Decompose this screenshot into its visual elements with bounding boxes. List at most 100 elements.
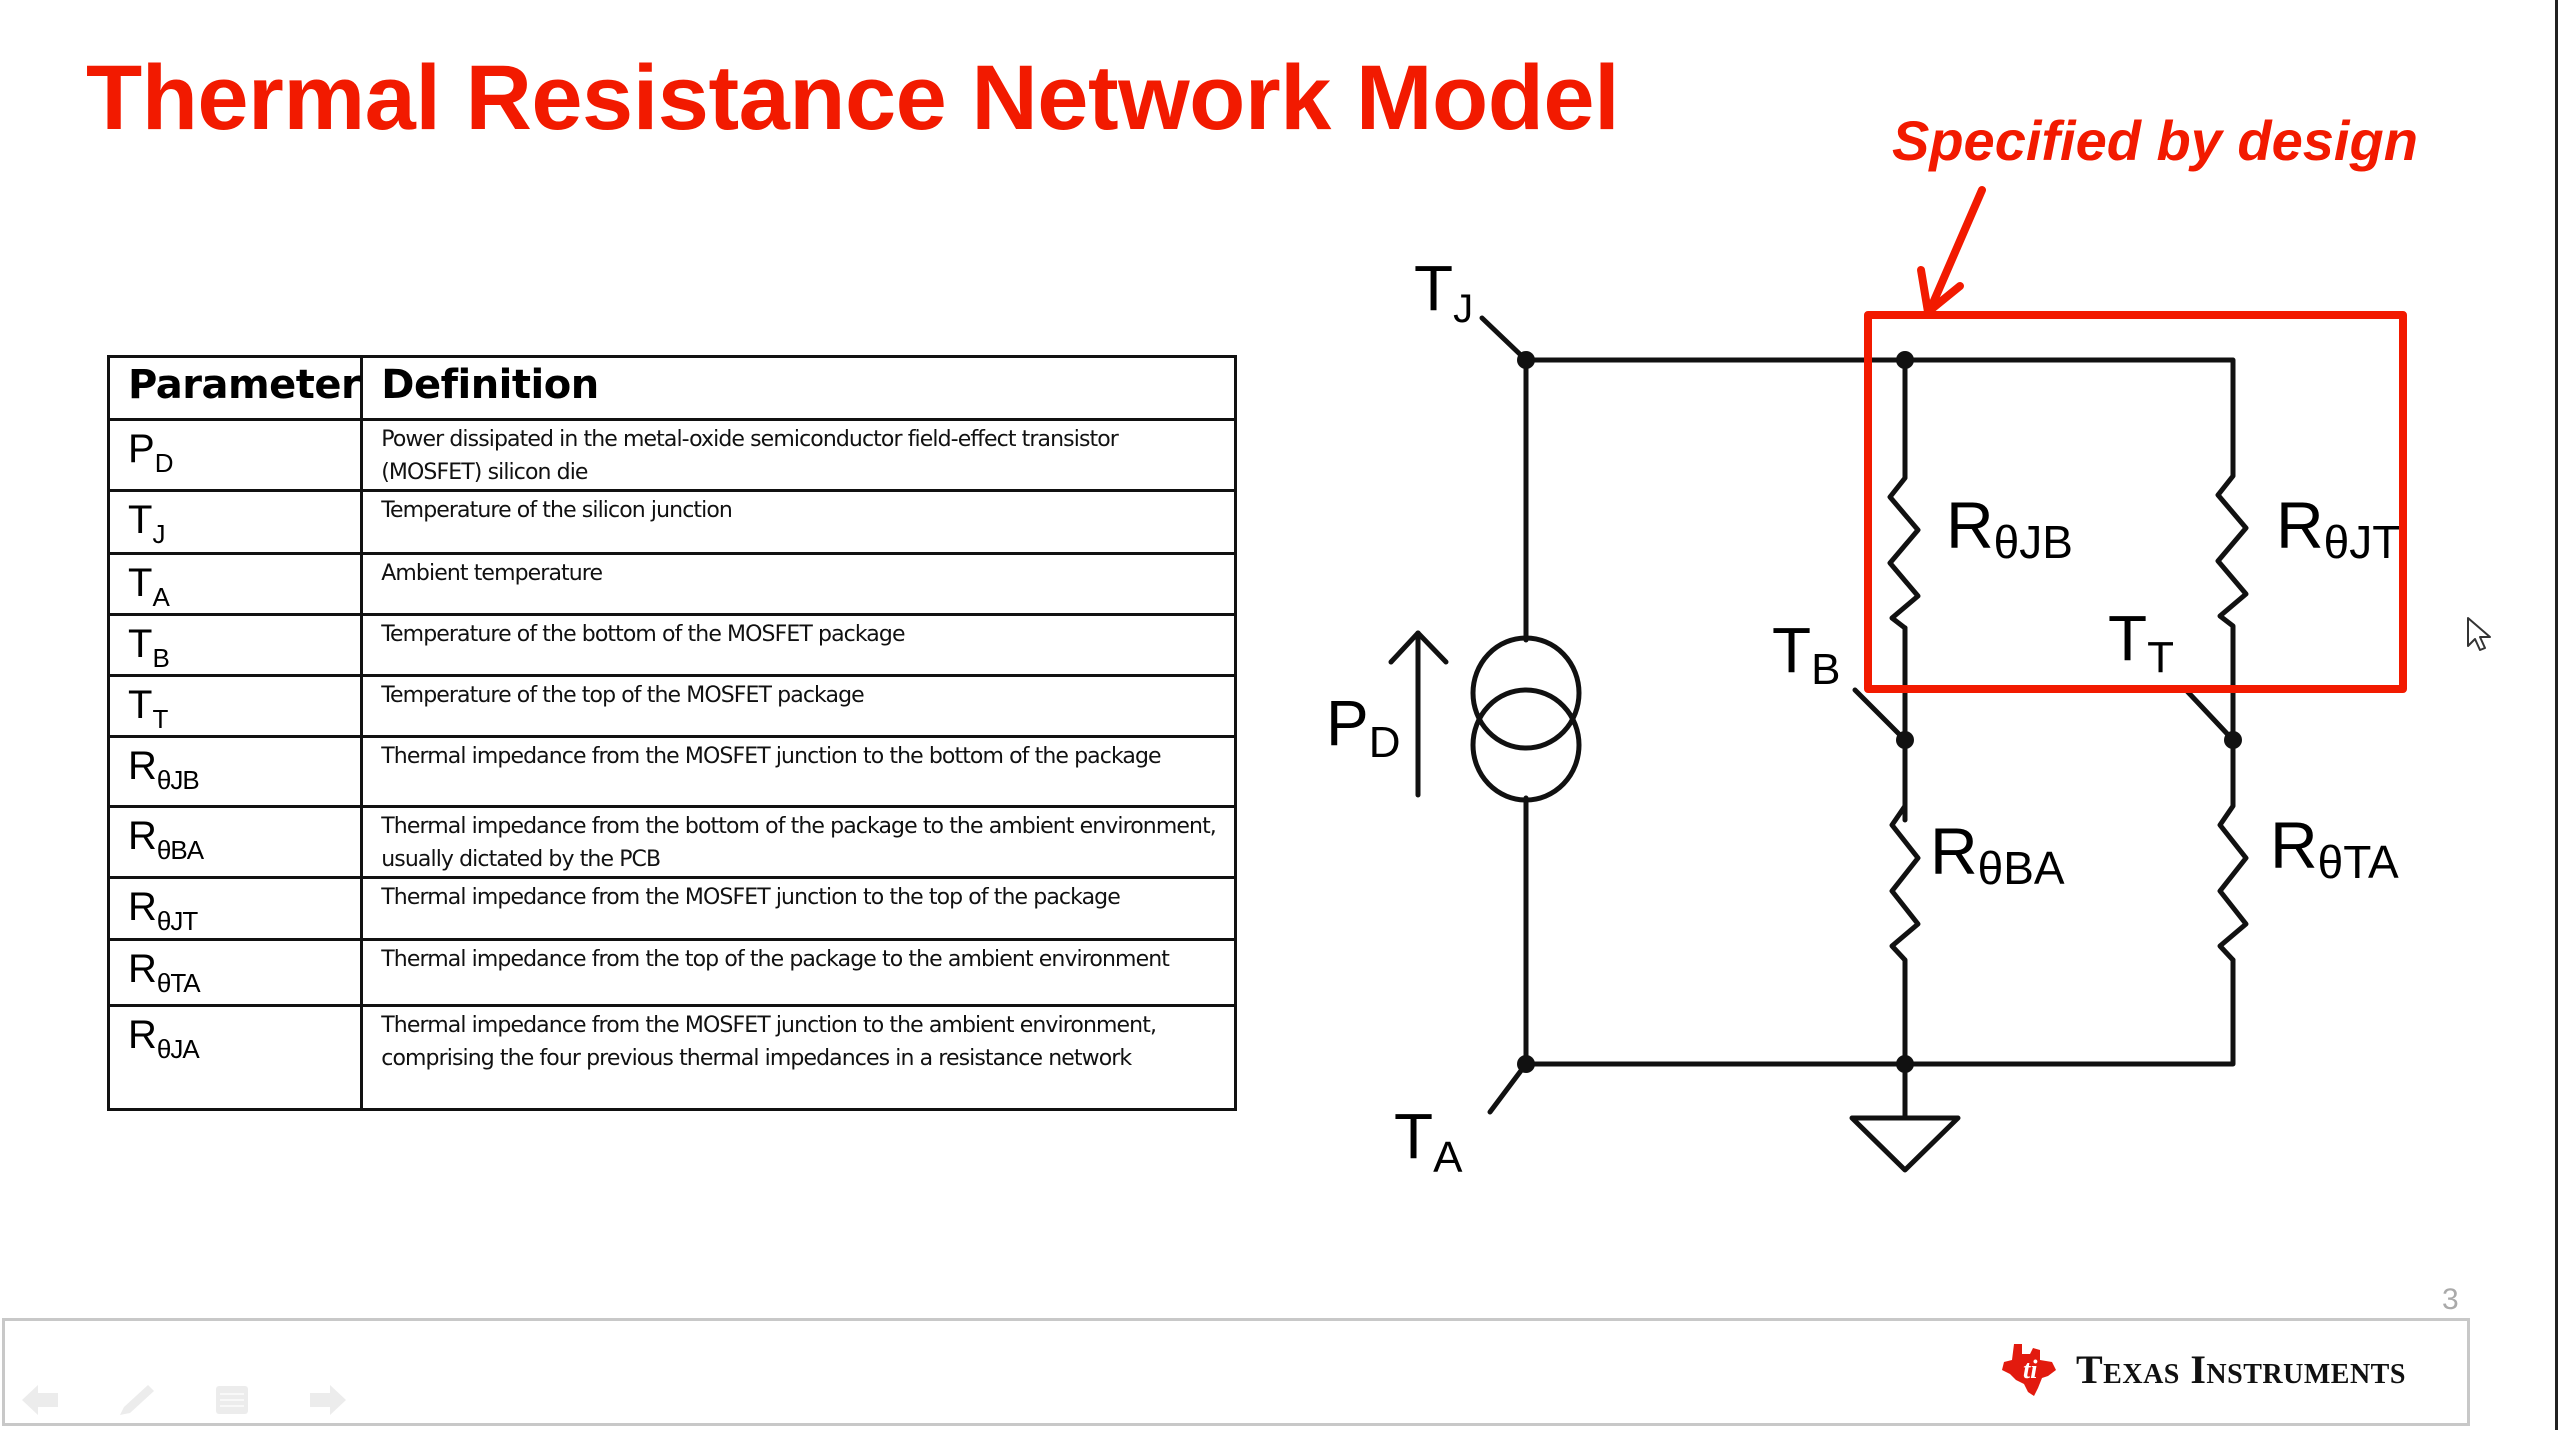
symbol-subscript: T (152, 704, 168, 734)
ti-logo-icon: ti (2002, 1344, 2056, 1396)
symbol-subscript: θJT (156, 906, 198, 936)
slide-title: Thermal Resistance Network Model (86, 47, 1620, 149)
label-ta: TA (1394, 1100, 1463, 1182)
arrow-right-icon (310, 1385, 346, 1415)
power-flow-arrow-icon (1388, 630, 1449, 798)
symbol-subscript: A (152, 582, 169, 612)
svg-text:ti: ti (2023, 1355, 2038, 1384)
label-rba: RθBA (1930, 814, 2065, 894)
column-header-parameter: Parameter (106, 355, 364, 421)
ground-icon (1849, 1115, 1961, 1173)
parameter-symbol: TB (106, 613, 364, 677)
parameter-symbol: TA (106, 552, 364, 616)
highlight-box (1864, 311, 2407, 693)
node-dot-tt (2224, 731, 2242, 749)
parameter-definition: Thermal impedance from the MOSFET juncti… (360, 1004, 1237, 1111)
parameter-symbol: TT (106, 674, 364, 738)
symbol-main: R (128, 885, 157, 929)
table-row: RθJB Thermal impedance from the MOSFET ju… (106, 735, 1237, 808)
parameter-definition: Thermal impedance from the top of the pa… (360, 938, 1237, 1007)
node-dot-tb (1896, 731, 1914, 749)
pen-button[interactable] (110, 1380, 162, 1420)
node-dot-top-mid (1896, 351, 1914, 369)
tj-leader (1479, 315, 1529, 363)
resistor-rjb-icon (1887, 465, 1921, 631)
symbol-subscript: θTA (156, 968, 201, 998)
table-header-row: Parameter Definition (106, 355, 1237, 421)
mouse-cursor-icon (2467, 617, 2491, 651)
resistor-rba-icon (1889, 792, 1921, 1067)
symbol-subscript: θJA (156, 1034, 200, 1064)
symbol-main: R (128, 744, 157, 788)
parameter-definition: Temperature of the silicon junction (360, 489, 1237, 555)
tb-leader (1852, 687, 1908, 743)
parameter-symbol: RθJA (106, 1004, 364, 1111)
parameter-definition: Ambient temperature (360, 552, 1237, 616)
slideshow-nav-controls (14, 1380, 354, 1420)
symbol-subscript: θJB (156, 765, 200, 795)
symbol-main: R (128, 1013, 157, 1057)
slide-footer (2, 1318, 2470, 1426)
current-source-icon (1470, 635, 1582, 803)
top-wire (1523, 357, 2236, 468)
label-tb: TB (1772, 614, 1840, 694)
symbol-subscript: J (152, 519, 165, 549)
parameter-symbol: TJ (106, 489, 364, 555)
pen-icon (120, 1385, 154, 1415)
texas-instruments-logo: ti Texas Instruments (2000, 1340, 2406, 1398)
tt-leader (2183, 687, 2236, 743)
arrow-left-icon (22, 1385, 58, 1415)
symbol-subscript: B (152, 643, 169, 673)
resistor-rta-icon (2217, 792, 2249, 963)
node-dot-gnd (1896, 1055, 1914, 1073)
label-rta: RθTA (2270, 808, 2399, 888)
menu-button[interactable] (206, 1380, 258, 1420)
parameter-definition: Thermal impedance from the MOSFET juncti… (360, 876, 1237, 941)
symbol-main: R (128, 814, 157, 858)
label-pd: PD (1326, 687, 1400, 767)
symbol-subscript: D (154, 448, 174, 478)
column-header-definition: Definition (360, 355, 1237, 421)
resistor-rjt-icon (2215, 462, 2249, 743)
label-rjb: RθJB (1946, 488, 2073, 568)
symbol-main: T (128, 498, 153, 542)
parameter-symbol: RθBA (106, 805, 364, 879)
label-tt: TT (2108, 602, 2174, 682)
label-tj: TJ (1414, 252, 1473, 331)
parameter-definition: Temperature of the top of the MOSFET pac… (360, 674, 1237, 738)
parameter-symbol: RθJT (106, 876, 364, 941)
annotation-arrow-icon (1926, 186, 1986, 314)
symbol-main: T (128, 561, 153, 605)
previous-slide-button[interactable] (14, 1380, 66, 1420)
window-edge (2555, 0, 2558, 1430)
label-rjt: RθJT (2276, 488, 2400, 568)
symbol-main: T (128, 683, 153, 727)
node-dot-ta (1517, 1055, 1535, 1073)
ta-leader (1487, 1061, 1529, 1115)
annotation-label: Specified by design (1892, 109, 2418, 172)
junction-dots (1517, 351, 2242, 1073)
parameter-symbol: PD (106, 418, 364, 492)
parameter-definition: Thermal impedance from the bottom of the… (360, 805, 1237, 879)
symbol-main: T (128, 622, 153, 666)
company-name: Texas Instruments (2076, 1346, 2406, 1392)
parameter-definition: Temperature of the bottom of the MOSFET … (360, 613, 1237, 677)
symbol-subscript: θBA (156, 835, 204, 865)
parameter-definition: Power dissipated in the metal-oxide semi… (360, 418, 1237, 492)
menu-icon (216, 1386, 248, 1414)
next-slide-button[interactable] (302, 1380, 354, 1420)
slide-number: 3 (2442, 1283, 2459, 1316)
parameter-definition: Thermal impedance from the MOSFET juncti… (360, 735, 1237, 808)
node-dot-tj (1517, 351, 1535, 369)
annotation-arrowhead-icon (1917, 266, 1964, 316)
